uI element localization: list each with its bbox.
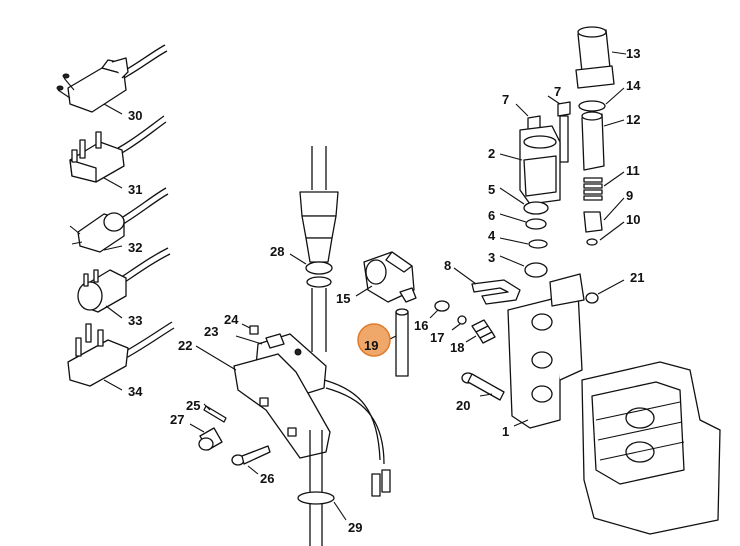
- label-19[interactable]: 19: [364, 338, 378, 353]
- label-1[interactable]: 1: [502, 424, 509, 439]
- label-6[interactable]: 6: [488, 208, 495, 223]
- lower-hose: [309, 430, 323, 546]
- label-3[interactable]: 3: [488, 250, 495, 265]
- part-32-au-plug[interactable]: [69, 187, 169, 253]
- part-14-o-ring[interactable]: [578, 87, 625, 112]
- label-17[interactable]: 17: [430, 330, 444, 345]
- label-16[interactable]: 16: [414, 318, 428, 333]
- label-21[interactable]: 21: [630, 270, 644, 285]
- cable-connectors: [371, 469, 391, 497]
- part-21-screw[interactable]: [585, 279, 625, 304]
- highlight-marker-19: [357, 323, 391, 357]
- label-23[interactable]: 23: [204, 324, 218, 339]
- label-2[interactable]: 2: [488, 146, 495, 161]
- part-11-spring[interactable]: [583, 171, 625, 201]
- part-7-bolt-right[interactable]: [547, 95, 571, 163]
- label-11[interactable]: 11: [626, 163, 640, 178]
- label-8[interactable]: 8: [444, 258, 451, 273]
- label-30[interactable]: 30: [128, 108, 142, 123]
- part-18-spring[interactable]: [465, 319, 496, 344]
- part-29-clip[interactable]: [297, 491, 347, 521]
- label-24[interactable]: 24: [224, 312, 239, 327]
- part-22-bracket-plate[interactable]: [195, 345, 331, 459]
- part-2-valve-body[interactable]: [499, 125, 561, 205]
- label-7-left[interactable]: 7: [502, 92, 509, 107]
- part-17-ball[interactable]: [451, 315, 467, 331]
- label-20[interactable]: 20: [456, 398, 470, 413]
- label-7-right[interactable]: 7: [554, 84, 561, 99]
- label-10[interactable]: 10: [626, 212, 640, 227]
- part-27-cap[interactable]: [189, 423, 223, 451]
- part-26-bolt[interactable]: [231, 445, 271, 475]
- label-27[interactable]: 27: [170, 412, 184, 427]
- label-4[interactable]: 4: [488, 228, 496, 243]
- part-25-screw[interactable]: [203, 403, 227, 423]
- label-33[interactable]: 33: [128, 313, 142, 328]
- part-1-manifold-block[interactable]: [507, 273, 585, 429]
- part-24-small-screw[interactable]: [241, 323, 259, 335]
- part-5-insert[interactable]: [499, 187, 549, 215]
- label-15[interactable]: 15: [336, 291, 350, 306]
- label-18[interactable]: 18: [450, 340, 464, 355]
- part-30-schuko-plug[interactable]: [56, 44, 168, 115]
- pump-head-assembly: [581, 361, 721, 535]
- part-33-round-plug[interactable]: [77, 247, 171, 319]
- label-5[interactable]: 5: [488, 182, 495, 197]
- part-16-o-ring[interactable]: [429, 300, 450, 319]
- label-29[interactable]: 29: [348, 520, 362, 535]
- label-12[interactable]: 12: [626, 112, 640, 127]
- part-6-sleeve[interactable]: [499, 213, 547, 230]
- part-12-valve-insert[interactable]: [581, 111, 625, 171]
- part-8-u-clip[interactable]: [453, 267, 521, 305]
- label-31[interactable]: 31: [128, 182, 142, 197]
- label-14[interactable]: 14: [626, 78, 641, 93]
- label-25[interactable]: 25: [186, 398, 200, 413]
- part-15-pressure-switch[interactable]: [355, 251, 417, 303]
- label-28[interactable]: 28: [270, 244, 284, 259]
- label-9[interactable]: 9: [626, 188, 633, 203]
- part-23-microswitch[interactable]: [235, 333, 385, 465]
- label-34[interactable]: 34: [128, 384, 143, 399]
- part-13-union-fitting[interactable]: [575, 26, 627, 89]
- label-22[interactable]: 22: [178, 338, 192, 353]
- part-31-uk-plug[interactable]: [69, 115, 167, 189]
- label-13[interactable]: 13: [626, 46, 640, 61]
- label-26[interactable]: 26: [260, 471, 274, 486]
- part-28-hose[interactable]: [289, 146, 339, 352]
- part-19-tube[interactable]: [387, 308, 409, 377]
- part-4-o-ring[interactable]: [499, 237, 548, 249]
- part-20-long-bolt[interactable]: [461, 372, 505, 401]
- part-10-small-ring[interactable]: [586, 221, 625, 246]
- part-9-valve-cone[interactable]: [583, 197, 625, 233]
- part-34-in-plug[interactable]: [67, 321, 175, 391]
- part-7-bolt-left[interactable]: [515, 103, 541, 131]
- label-32[interactable]: 32: [128, 240, 142, 255]
- part-3-seat[interactable]: [499, 255, 548, 278]
